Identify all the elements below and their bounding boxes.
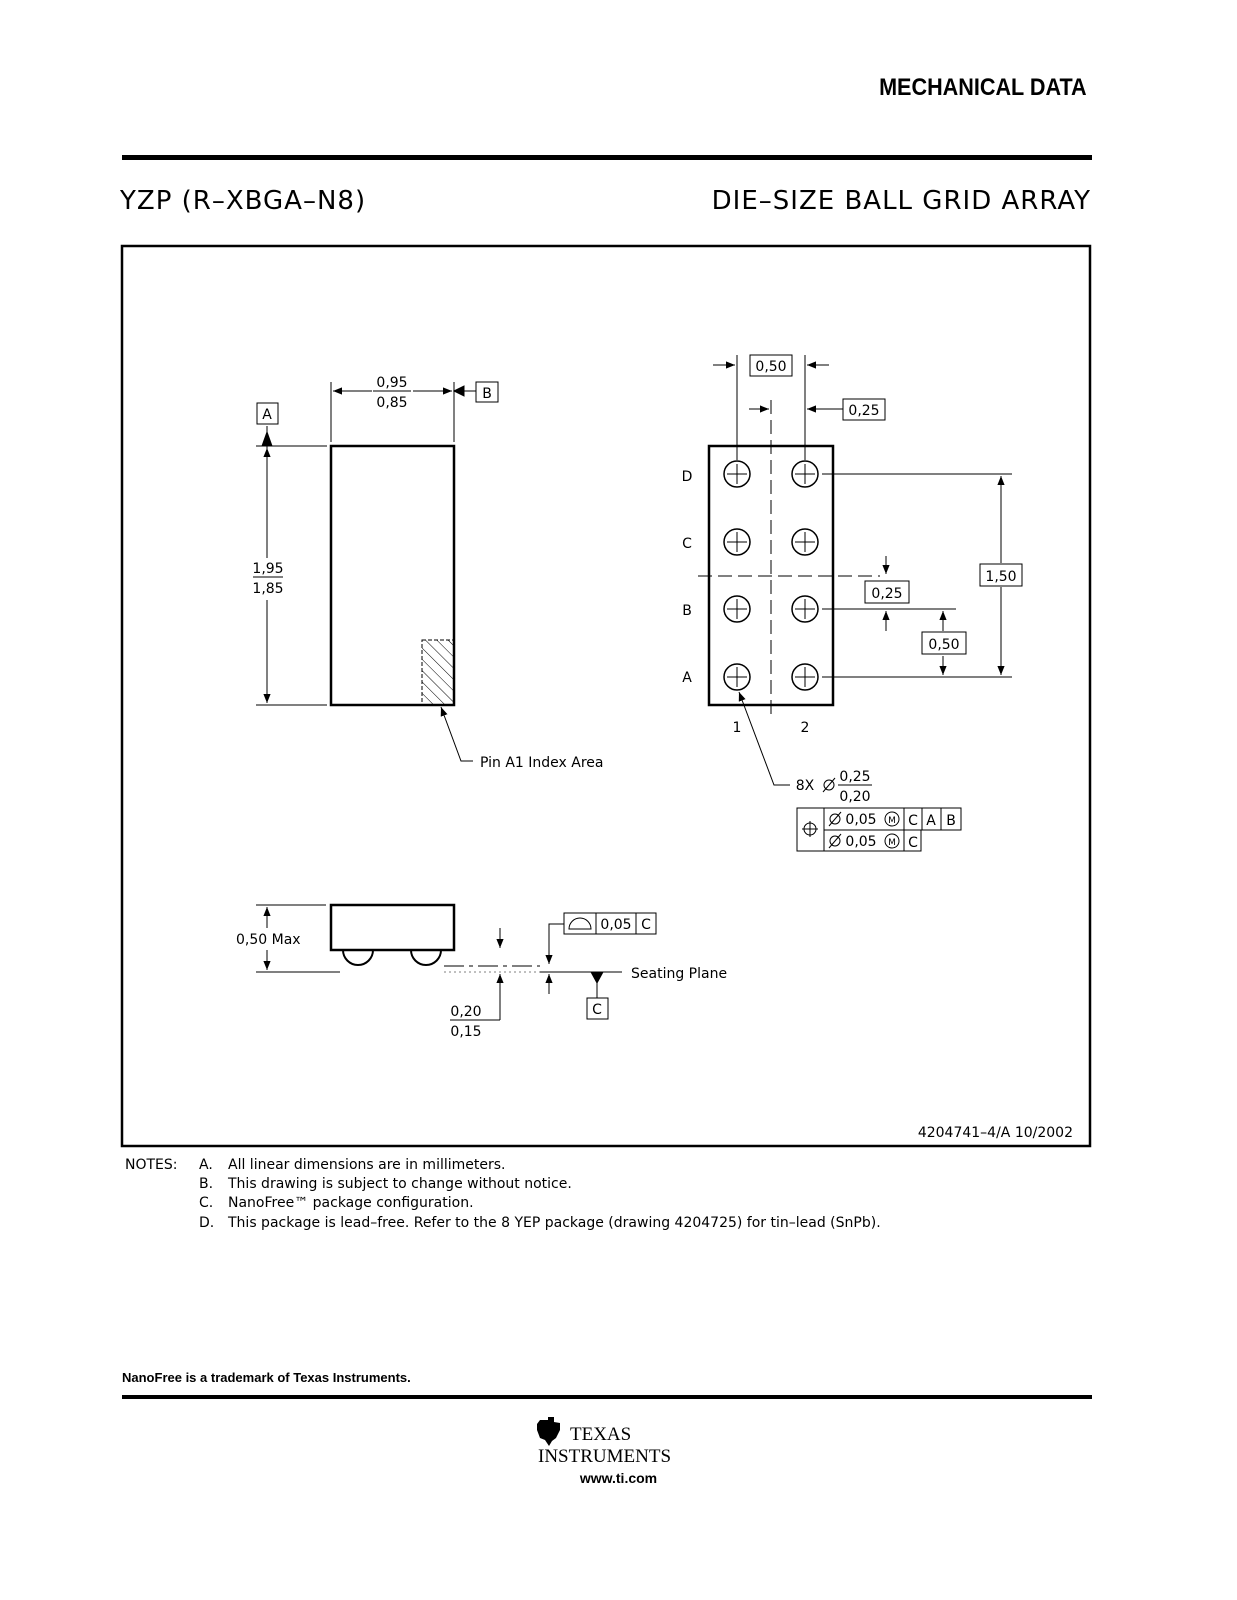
note-a: A. All linear dimensions are in millimete… (199, 1157, 505, 1173)
ball-b1 (723, 595, 751, 623)
seating-plane-label: Seating Plane (631, 966, 727, 982)
package-body (329, 444, 456, 707)
ball-c2 (791, 528, 819, 556)
length-min-label: 1,85 (252, 581, 283, 597)
offset-y-box (864, 580, 910, 604)
datum-a-label: A (262, 407, 272, 423)
side-body (329, 903, 456, 952)
logo-line-2: INSTRUMENTS (538, 1446, 671, 1467)
ti-state-icon (537, 1417, 560, 1446)
col-label-2: 2 (801, 720, 810, 736)
note-d-letter: D. (199, 1215, 215, 1231)
bottom-view (698, 354, 1023, 852)
note-d: D. This package is lead–free. Refer to th… (199, 1215, 881, 1231)
texas-instruments-logo: TEXAS INSTRUMENTS (537, 1417, 671, 1467)
ball-d1 (723, 460, 751, 488)
mechanical-drawing: 0,95 0,85 B A 1,95 1,85 Pin A1 Index Are… (120, 244, 1092, 1148)
logo-line-1: TEXAS (570, 1424, 631, 1445)
ball-grid (723, 460, 819, 691)
datum-c-triangle (590, 971, 604, 985)
standoff-min-label: 0,15 (450, 1024, 481, 1040)
note-c-text: NanoFree™ package configuration. (228, 1195, 474, 1211)
section-title: MECHANICAL DATA (879, 74, 1087, 101)
pitch-y-box (921, 631, 967, 655)
note-a-letter: A. (199, 1157, 213, 1173)
datum-a-box (256, 402, 279, 425)
mmc-symbol-2: M (888, 838, 896, 848)
ti-url: www.ti.com (579, 1470, 658, 1486)
package-code: YZP (R–XBGA–N8) (120, 186, 367, 216)
row-label-c: C (682, 536, 692, 552)
pin-a1-index-label: Pin A1 Index Area (480, 755, 604, 771)
tol-row2-value: 0,05 (845, 834, 876, 850)
width-min-label: 0,85 (376, 395, 407, 411)
tol-row2-datum-c: C (908, 835, 918, 851)
pitch-x-box (749, 354, 793, 377)
row-label-d: D (682, 469, 693, 485)
ball-d2 (791, 460, 819, 488)
ball-dia-max-label: 0,25 (839, 769, 870, 785)
offset-x-label: 0,25 (848, 403, 879, 419)
datum-b-box (475, 381, 499, 403)
ball-dia-min-label: 0,20 (839, 789, 870, 805)
solder-ball-right (410, 949, 442, 966)
note-c: C. NanoFree™ package configuration. (199, 1195, 474, 1211)
note-b-letter: B. (199, 1176, 214, 1192)
note-c-letter: C. (199, 1195, 214, 1211)
top-view-labels: 0,95 0,85 B A 1,95 1,85 Pin A1 Index Are… (252, 375, 603, 771)
ball-c1 (723, 528, 751, 556)
tol-row1-datum-c: C (908, 813, 918, 829)
flatness-frame (563, 912, 657, 935)
ball-a2 (791, 663, 819, 691)
bottom-view-labels: 0,50 0,25 1,50 0,25 0,50 D C B A 1 2 8X … (682, 359, 1017, 851)
pitch-x-label: 0,50 (755, 359, 786, 375)
standoff-max-label: 0,20 (450, 1004, 481, 1020)
mmc-symbol-1: M (888, 816, 896, 826)
bottom-rule (122, 1395, 1092, 1399)
drawing-frame (120, 244, 1092, 1148)
datum-c-label: C (592, 1002, 602, 1018)
top-rule (122, 155, 1092, 160)
col-label-1: 1 (733, 720, 742, 736)
flatness-datum: C (641, 917, 651, 933)
top-view (253, 381, 499, 762)
span-y-box (979, 563, 1023, 587)
notes-label: NOTES: (125, 1157, 178, 1173)
trademark-notice: NanoFree is a trademark of Texas Instrum… (122, 1370, 411, 1385)
flatness-value: 0,05 (600, 917, 631, 933)
pitch-y-label: 0,50 (928, 637, 959, 653)
row-label-a: A (682, 670, 692, 686)
solder-ball-left (342, 949, 374, 966)
side-view (256, 903, 657, 1021)
datum-b-label: B (482, 386, 492, 402)
span-y-label: 1,50 (985, 569, 1016, 585)
note-b: B. This drawing is subject to change with… (199, 1176, 572, 1192)
length-max-label: 1,95 (252, 561, 283, 577)
row-label-b: B (682, 603, 692, 619)
tol-row1-datum-a: A (926, 813, 936, 829)
note-b-text: This drawing is subject to change withou… (228, 1176, 572, 1192)
profile-surface-symbol (568, 917, 592, 930)
note-a-text: All linear dimensions are in millimeters… (228, 1157, 506, 1173)
note-d-text: This package is lead–free. Refer to the … (228, 1215, 881, 1231)
height-label: 0,50 Max (236, 932, 301, 948)
tol-row1-datum-b: B (946, 813, 956, 829)
drawing-number: 4204741–4/A 10/2002 (918, 1125, 1073, 1141)
package-type: DIE–SIZE BALL GRID ARRAY (711, 186, 1091, 216)
ball-a1 (723, 663, 751, 691)
pin-a1-index-area (421, 639, 455, 706)
width-max-label: 0,95 (376, 375, 407, 391)
side-view-labels: 0,50 Max 0,05 C Seating Plane C 0,20 0,1… (236, 917, 1073, 1141)
offset-y-label: 0,25 (871, 586, 902, 602)
ball-count-label: 8X (796, 778, 815, 794)
tol-row1-value: 0,05 (845, 812, 876, 828)
ball-b2 (791, 595, 819, 623)
offset-x-box (842, 398, 886, 421)
datum-c-box (586, 997, 609, 1020)
